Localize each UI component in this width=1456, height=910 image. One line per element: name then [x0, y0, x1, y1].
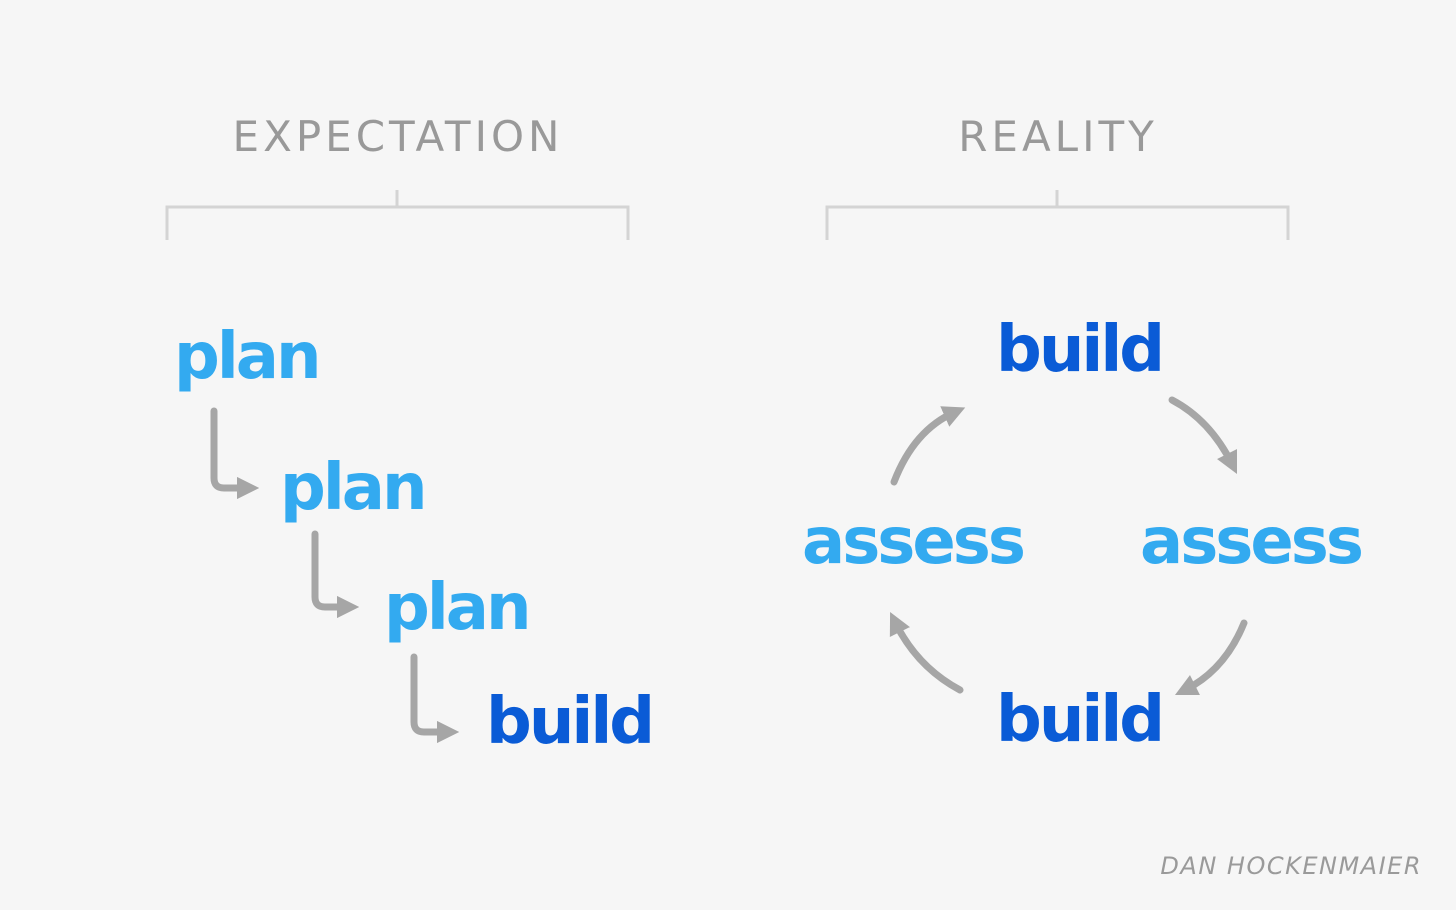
- expectation-bracket: [165, 190, 630, 240]
- reality-cycle-assess-left: assess: [802, 505, 1026, 579]
- expectation-heading: EXPECTATION: [232, 112, 564, 161]
- reality-cycle-build-top: build: [996, 313, 1165, 387]
- cycle-arrow-icon: [889, 611, 964, 694]
- step-arrow-icon: [311, 530, 360, 619]
- step-arrow-icon: [210, 407, 260, 500]
- reality-bracket: [825, 190, 1290, 240]
- cycle-arrow-icon: [890, 406, 966, 486]
- expectation-step-plan: plan: [280, 451, 427, 525]
- step-arrow-icon: [410, 653, 460, 744]
- reality-cycle-assess-right: assess: [1140, 505, 1364, 579]
- cycle-arrow-icon: [1168, 396, 1238, 475]
- reality-cycle-build-bottom: build: [996, 683, 1165, 757]
- cycle-arrow-icon: [1174, 619, 1248, 696]
- expectation-step-build: build: [486, 685, 655, 759]
- expectation-step-plan: plan: [384, 571, 531, 645]
- expectation-step-plan: plan: [174, 320, 321, 394]
- author-credit: DAN HOCKENMAIER: [1160, 852, 1422, 880]
- reality-heading: REALITY: [958, 112, 1158, 161]
